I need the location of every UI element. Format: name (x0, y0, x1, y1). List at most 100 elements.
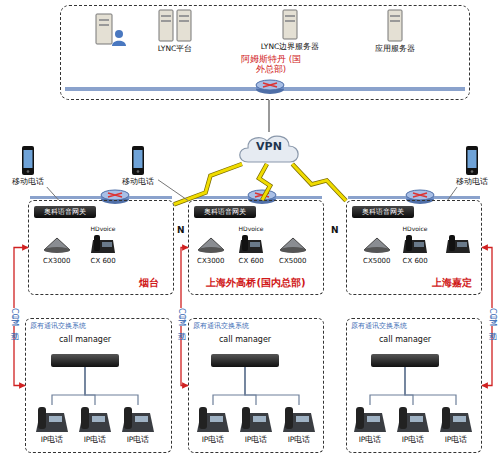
device-label: CX3000 (197, 258, 225, 266)
node-text: 奥科语音网关 (194, 206, 256, 218)
ip-phone: IP电话 (279, 405, 319, 445)
rect-shape (356, 407, 364, 429)
ip-phone: IP电话 (75, 405, 115, 445)
phone-link (245, 367, 256, 405)
node-text: LYNC平台 (140, 45, 210, 54)
node-text: call manager (45, 335, 125, 344)
phone-link (370, 367, 405, 405)
switch-system-box: 原有通讯交换系统call managerIP电话IP电话IP电话 (346, 318, 482, 453)
rect-shape (199, 407, 207, 429)
node-text: 应用服务器 (360, 45, 430, 54)
connector-line (268, 100, 269, 132)
lightning-outline (292, 164, 346, 201)
server-icon (96, 14, 112, 44)
node-text: IP电话 (279, 436, 319, 445)
circle-shape (471, 170, 474, 173)
svg-shape (193, 405, 233, 434)
phone-link (370, 367, 405, 405)
circle-shape (137, 170, 140, 173)
rect-shape (179, 15, 189, 17)
node-text: 奥科语音网关 (34, 206, 96, 218)
site-box: 上海外高桥(国内总部)奥科语音网关 (188, 200, 324, 295)
device-label: CX5000 (363, 258, 391, 266)
server-node: LYNC边界服务器 (248, 8, 332, 52)
desk-phone (91, 235, 115, 253)
phone-link (85, 367, 95, 405)
phone-link (85, 367, 138, 405)
user-icon (112, 41, 126, 46)
rect-shape (92, 416, 105, 422)
wireless-link (259, 164, 270, 200)
conference-phone (198, 238, 224, 253)
desk-phone (446, 235, 470, 253)
node-text: IP电话 (350, 436, 390, 445)
ellipsis-mark: N (331, 226, 339, 236)
rect-shape (285, 407, 293, 429)
connector-line (158, 180, 188, 201)
device-label: CX 600 (239, 258, 264, 266)
ip-phone: IP电话 (350, 405, 390, 445)
server-node: LYNC平台 (140, 8, 210, 54)
rect-shape (161, 15, 171, 17)
node-text: 移动电话 (118, 178, 158, 187)
node-text: IP电话 (193, 436, 233, 445)
svg-shape (248, 8, 332, 41)
device-label: CX 600 (91, 258, 116, 266)
phone-link (405, 367, 413, 405)
node-text: 原有通讯交换系统 (30, 322, 86, 330)
user-icon (115, 30, 123, 38)
phone-link (245, 367, 256, 405)
node-text: 烟台 (127, 277, 171, 289)
headquarters-box: 阿姆斯特丹 (国外总部) LYNC平台 LYNC边界服务器应用服务器 (60, 5, 470, 100)
node-text: 阿姆斯特丹 (国外总部) (239, 55, 303, 75)
rect-shape (134, 150, 143, 168)
ip-phone: IP电话 (32, 405, 72, 445)
rect-shape (253, 416, 266, 422)
phone-link (85, 367, 138, 405)
rect-shape (159, 10, 173, 41)
svg-shape (350, 405, 390, 434)
edge-label: 与CCM互动 (177, 308, 185, 326)
rect-shape (49, 416, 62, 422)
rect-shape (442, 407, 450, 429)
server-slot (99, 19, 109, 21)
desk-phone (239, 235, 263, 253)
device-label: HDvoice (91, 226, 116, 233)
svg-shape (8, 145, 48, 176)
device-label: CX3000 (43, 258, 71, 266)
node-text: call manager (365, 335, 445, 344)
call-manager-device (211, 354, 279, 367)
call-manager: call manager (45, 335, 125, 367)
mobile-phone: 移动电话 (118, 145, 158, 187)
rect-shape (453, 416, 466, 422)
svg-shape (393, 405, 433, 434)
conference-phone (44, 238, 70, 253)
rect-shape (135, 416, 148, 422)
router-icon (101, 190, 129, 204)
node-text: 上海嘉定 (425, 277, 479, 289)
wireless-link (174, 164, 242, 204)
svg-shape (75, 405, 115, 434)
rect-shape (38, 407, 46, 429)
site-box: 烟台 奥科语音网关 (28, 200, 174, 295)
phone-link (405, 367, 456, 405)
rect-shape (81, 407, 89, 429)
conference-phone (280, 238, 306, 253)
mobile-phone: 移动电话 (452, 145, 492, 187)
phone-link (405, 367, 413, 405)
ip-phone: IP电话 (193, 405, 233, 445)
call-manager: call manager (365, 335, 445, 367)
svg-shape (279, 405, 319, 434)
wireless-link (174, 164, 242, 204)
rect-shape (390, 15, 400, 17)
rect-shape (466, 146, 478, 175)
phone-link (52, 367, 85, 405)
desk-phone (403, 235, 427, 253)
server-slot (99, 24, 109, 26)
rect-shape (388, 10, 402, 41)
node-text: 原有通讯交换系统 (351, 322, 407, 330)
node-text: call manager (205, 335, 285, 344)
node-text: 移动电话 (452, 178, 492, 187)
